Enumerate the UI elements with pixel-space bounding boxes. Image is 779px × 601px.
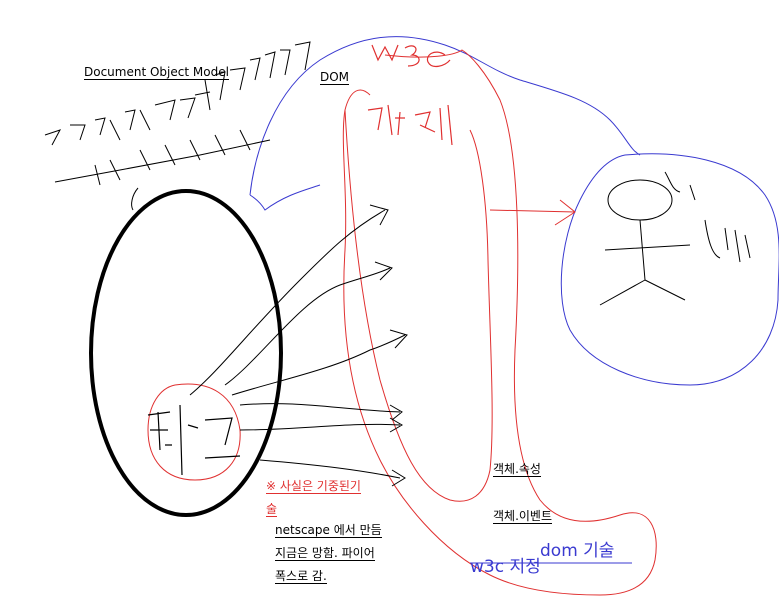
stick-figure (599, 171, 751, 306)
label-dom: DOM (320, 70, 350, 85)
black-ellipse (89, 189, 283, 517)
label-document-object-model: Document Object Model (84, 65, 229, 80)
label-netscape: netscape 에서 만듬 (275, 523, 382, 538)
blue-face-outline (560, 153, 779, 386)
red-handwriting (367, 44, 453, 146)
black-ellipse-tick (131, 187, 139, 211)
tag-handwriting (147, 404, 241, 476)
label-object-event: 객체.이벤트 (493, 509, 553, 524)
label-dom-tech: dom 기술 (540, 541, 615, 561)
handwritten-scribble (44, 41, 311, 186)
label-object-property: 객체.속성 (493, 462, 541, 477)
label-standard-tech: ※ 사실은 기중된기 (266, 479, 361, 494)
label-standard-tech-cont: 술 (266, 502, 278, 517)
red-outline-object (342, 49, 657, 596)
label-w3c-designated: w3c 지정 (470, 557, 541, 577)
red-tag-circle (147, 383, 241, 481)
red-inner-outline (344, 109, 493, 502)
red-arrow-to-face (489, 199, 576, 226)
blue-outline-w3c (249, 36, 641, 211)
label-to-firefox: 폭스로 감. (275, 569, 327, 584)
label-now-bankrupt: 지금은 망함. 파이어 (275, 546, 375, 561)
black-arrows (189, 204, 408, 487)
